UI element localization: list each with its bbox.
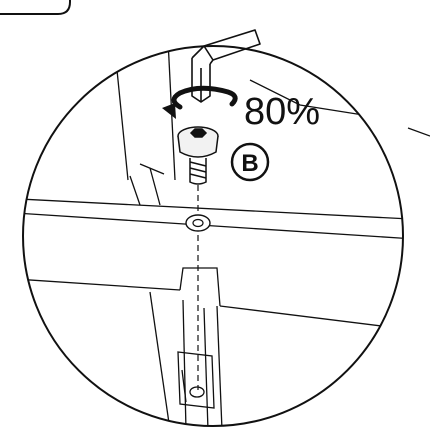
beam-bottom-edge-right	[219, 305, 403, 333]
leg-connector-slot	[181, 369, 187, 403]
beam-notch	[179, 267, 221, 307]
part-badge	[230, 142, 270, 182]
clockwise-rotation-icon	[162, 85, 238, 119]
hex-key-icon	[191, 29, 261, 103]
leg-right-edge	[216, 305, 223, 426]
part-badge-label: B	[241, 150, 258, 177]
bracket-edge-c	[139, 163, 165, 175]
beam-front-edge	[23, 211, 403, 241]
beam-bottom-edge-left	[23, 277, 181, 291]
leg-inner-right	[203, 307, 209, 426]
callout-leader	[407, 127, 430, 137]
leg-inner-left	[182, 299, 187, 426]
hex-socket-bolt-icon	[177, 126, 219, 185]
detail-content	[23, 46, 403, 426]
beam-top-edge	[23, 197, 403, 221]
beam-bolt-hole	[185, 214, 211, 232]
rail-left-outer	[111, 46, 129, 181]
callout-frame	[0, 0, 71, 15]
leg-connector-block	[177, 351, 215, 409]
bracket-edge-a	[129, 175, 141, 206]
beam-bolt-hole-inner	[192, 218, 204, 228]
leg-left-edge	[149, 291, 171, 426]
bracket-edge-b	[149, 167, 161, 206]
leg-connector-hole	[189, 386, 205, 398]
detail-circle	[22, 45, 404, 427]
torque-label: 80%	[244, 91, 320, 133]
